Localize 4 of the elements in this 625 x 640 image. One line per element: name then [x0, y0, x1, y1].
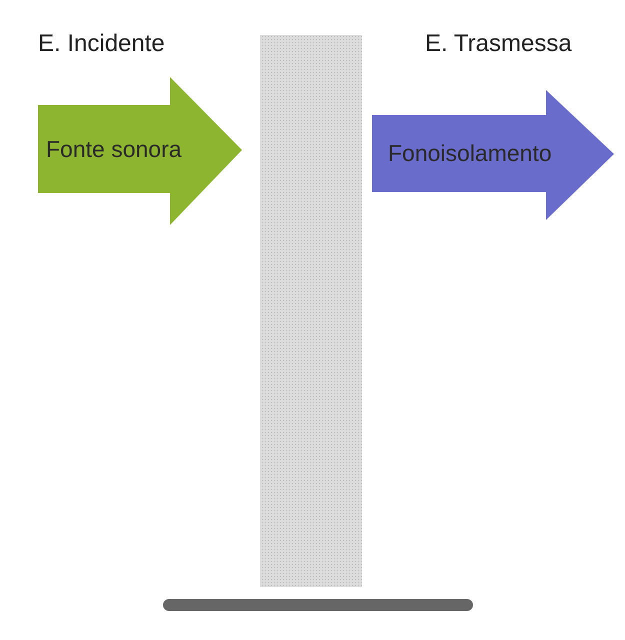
arrow-label: Fonte sonora: [46, 136, 182, 163]
heading-label: E. Incidente: [38, 30, 165, 58]
heading-label: E. Trasmessa: [425, 30, 572, 58]
arrow-label: Fonoisolamento: [388, 140, 552, 167]
